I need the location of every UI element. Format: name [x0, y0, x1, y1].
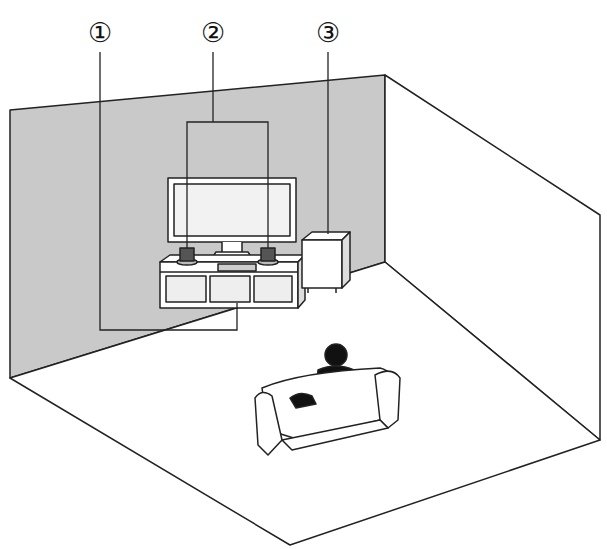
floor [10, 262, 600, 545]
center-speaker [218, 264, 256, 271]
sofa-arm [375, 371, 400, 428]
subwoofer-side [342, 232, 350, 288]
room [10, 75, 600, 545]
front-speaker [180, 248, 194, 261]
leader-bracket [187, 122, 268, 248]
callout-number: ① [88, 18, 112, 48]
sofa-with-listener [255, 344, 400, 455]
callout-number: ③ [316, 18, 340, 48]
tv-and-stand [160, 178, 305, 308]
front-speaker [261, 248, 275, 261]
subwoofer-front [302, 240, 342, 288]
stand-compartment [254, 276, 292, 302]
stand-front [160, 262, 298, 308]
sofa-seat [282, 420, 388, 450]
listener-arm [290, 393, 316, 408]
stand-compartment [166, 276, 206, 302]
leader-line [212, 52, 213, 122]
subwoofer [302, 232, 350, 293]
subwoofer-foot [335, 288, 337, 293]
leader-lines [100, 52, 328, 330]
callout-number: ② [201, 18, 225, 48]
leader-line [327, 52, 328, 234]
leader-line [100, 52, 237, 330]
subwoofer-foot [307, 288, 309, 293]
stand-compartment [210, 276, 250, 302]
sofa-arm [255, 392, 282, 455]
tv-screen [174, 184, 290, 236]
listener-head [325, 344, 347, 366]
